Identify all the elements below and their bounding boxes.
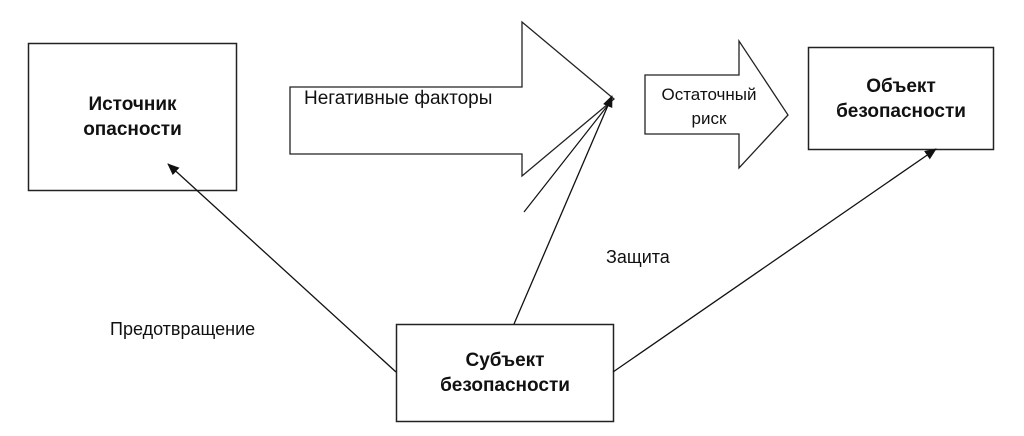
source-node: Источник опасности	[28, 43, 237, 191]
object-box	[807, 46, 995, 151]
subject-line2: безопасности	[440, 375, 570, 396]
negative-to-tip-line	[523, 99, 613, 213]
negative-factors-label: Негативные факторы	[304, 88, 493, 109]
protection-label: Защита	[606, 247, 670, 267]
source-line2: опасности	[83, 119, 182, 140]
source-line1: Источник	[88, 94, 177, 115]
protection-arrow	[513, 95, 613, 325]
residual-risk-line2: риск	[691, 109, 727, 128]
residual-risk-label: Остаточный риск	[650, 83, 768, 131]
object-line1: Объект	[866, 75, 936, 97]
residual-risk-line1: Остаточный	[661, 85, 757, 104]
object-node: Объект безопасности	[808, 47, 994, 150]
residual-risk-block-arrow	[644, 38, 789, 170]
object-line2: безопасности	[836, 100, 966, 122]
subject-node: Субъект безопасности	[396, 324, 614, 422]
subject-box	[395, 323, 615, 423]
negative-factors-block-arrow	[289, 20, 616, 178]
prevention-label: Предотвращение	[110, 319, 256, 339]
prevention-arrow	[167, 163, 397, 373]
subject-line1: Субъект	[465, 350, 545, 371]
object-protection-arrow	[612, 148, 937, 373]
source-box	[27, 42, 238, 192]
